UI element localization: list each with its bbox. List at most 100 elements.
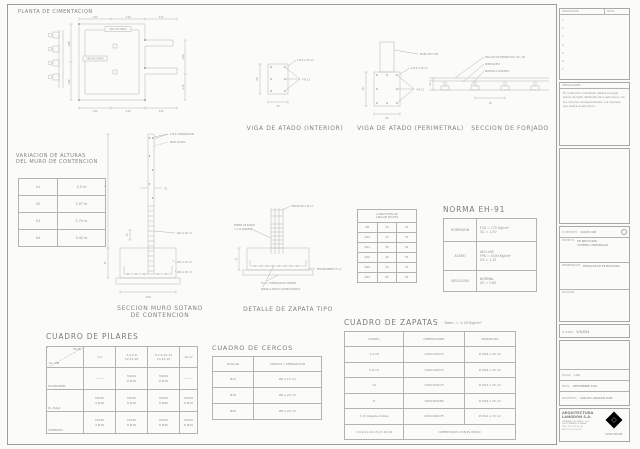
zapata-footing	[242, 247, 314, 276]
cercos-cell: Ø8 a 20 cm	[253, 403, 322, 420]
alturas-cell: h3	[18, 212, 58, 230]
zapatas-footer-value: CIMENTADOS CON EL MURO	[403, 423, 516, 440]
cercos-cell: Ø20	[212, 403, 254, 420]
zapatas-note: Tadm. = 1.20 Kg/cm²	[444, 321, 482, 325]
zapatas-title: CUADRO DE ZAPATAS	[344, 318, 439, 327]
field-label: Nº PROYECTO :	[562, 230, 579, 234]
cercos-header: CERCOS Y SEPARACION	[253, 356, 322, 372]
table-row: EJECUCION NORMAL GF = 1.60	[443, 270, 537, 292]
pilares-cell: 30x30 4 Ø16	[83, 389, 116, 412]
viga-perimetral-arm-label: 4 Ø 12	[416, 89, 424, 92]
table-row: 8 160X160X80 # Ø16 a 15 cm	[344, 392, 516, 409]
table-row: ACERO AEH-400 FYK = 4100 Kg/cm² GS = 1.1…	[443, 241, 537, 271]
field-num-proyecto: Nº PROYECTO : 046/3C/328	[560, 227, 629, 238]
anclaje-cell: 65	[376, 272, 398, 283]
zapatas-cell: 160X160X80	[403, 392, 465, 409]
field-proyecto: PROYECTO : DE EJECUCION VIVIENDA UNIFAMI…	[560, 238, 629, 263]
norma-label: HORMIGON	[443, 218, 477, 242]
anclaje-cell: Ø20	[357, 262, 378, 273]
pilares-cell: ———	[179, 367, 198, 390]
zapatas-header: ARMADURA	[464, 331, 516, 347]
table-row: Ø20 Ø8 a 20 cm	[212, 403, 322, 420]
viga-perimetral-drawing: MURO DE 1 PIE 2 Ø 6 a 25 cm 4 Ø 12 70 60	[362, 41, 439, 120]
pilares-row-label: PL.PRIMERA	[46, 367, 84, 390]
cercos-cell: Ø12	[212, 371, 254, 388]
zapata-parrilla-label: PARRILLA SEGUN CUADRO ZAPATAS	[261, 288, 301, 291]
field-value: DETALLES DE ESTRUCTURA	[583, 264, 620, 268]
zapata-cercos-label: CERCOS Ø6 a 15 cm	[291, 205, 313, 208]
forjado-canto: 25	[429, 82, 432, 85]
revisions-col2-label: FECHA	[604, 9, 629, 14]
dim-right-1: 2.60	[182, 54, 185, 59]
field-value: 1/20	[574, 373, 581, 377]
field-label: DENOMINACION :	[562, 264, 582, 267]
muro-base-label: Ø12 a 20 cm	[177, 271, 193, 274]
viga-perimetral-ancho: 60	[385, 117, 389, 120]
pilares-cell: 30x50 8 Ø16	[147, 367, 180, 390]
planta-tag-2: VIGA DE ATADO	[86, 58, 103, 61]
anclaje-title: LONGITUDES DE ANCLAJE EN CMS	[357, 209, 417, 223]
table-row: h4 3.42 m	[18, 229, 106, 247]
anclaje-cell: 30	[396, 222, 417, 233]
planta-title: PLANTA DE CIMENTACION	[18, 9, 93, 15]
viga-interior-section	[267, 63, 289, 95]
firm-address: FERNANDO EL SANTO 15-1º 28010 MADRID, ES…	[562, 420, 591, 432]
anclaje-cell: 40	[396, 242, 417, 253]
anclaje-cell: Ø10	[357, 232, 378, 243]
field-value: 046/3C/328	[580, 230, 597, 234]
field-arquitecto: ARQUITECTO : CARLOS LANGDON RUIZ	[560, 392, 629, 404]
pilares-cell: 50x50 6 Ø16	[179, 411, 198, 434]
viga-interior-ancho: 50	[276, 105, 280, 108]
anclaje-cell: 25	[376, 232, 398, 243]
table-row: Ø PILAR CERCOS Y SEPARACION	[212, 356, 322, 372]
firm-box: ARQUITECTURA LANGDON S.A. FERNANDO EL SA…	[559, 408, 630, 442]
dim-top-1: 3.20	[93, 16, 98, 19]
field-escala: ESCALA : 1/20	[560, 369, 629, 381]
pilares-title: CUADRO DE PILARES	[46, 332, 139, 341]
forjado-slab	[429, 77, 549, 91]
revision-row: 3.	[562, 35, 565, 39]
plano-number-box: Nº PLANO : 5/4/S04	[559, 324, 630, 338]
table-row: PL. BAJA 30x30 4 Ø16 30x30 8 Ø16 30x50 8…	[46, 389, 198, 412]
anclaje-cell: Ø25	[357, 272, 378, 283]
cercos-table: Ø PILAR CERCOS Y SEPARACION Ø12 Ø6 a 15 …	[212, 356, 322, 420]
forjado-mallazo-label: MALLAZO DE REPARTO Ø4 a 20 - 1M	[485, 56, 525, 59]
field-denominacion: DENOMINACION : DETALLES DE ESTRUCTURA	[560, 263, 629, 290]
field-value: SEPTIEMBRE 1991	[572, 384, 598, 388]
dim-top-3: 3.20	[159, 16, 164, 19]
pilares-row-label: CIMIENTO	[46, 411, 84, 434]
zapatas-cell: # Ø12 a 15 cm	[464, 408, 516, 425]
table-row: HORMIGON FCK = 175 Kg/cm² GC = 1.50	[443, 218, 537, 242]
pilares-col-header: 3,4,5,8 12,13,18	[115, 346, 148, 368]
zapatas-cell: 430X160X75	[403, 408, 465, 425]
cercos-title: CUADRO DE CERCOS	[212, 344, 294, 352]
norma-label: ACERO	[443, 241, 477, 271]
planta-wall-outline	[78, 23, 178, 101]
pilares-col-header: 6,7,9,10,11 14,15,19	[147, 346, 180, 368]
zapatas-cell: # Ø16 a 20 cm	[464, 346, 516, 363]
alturas-title: VARIACION DE ALTURAS DEL MURO DE CONTENC…	[16, 153, 98, 165]
firm-group: GRUPO BELART	[605, 433, 623, 436]
viga-interior-arm-label: 4 Ø 12	[302, 79, 310, 82]
observaciones-text: El constructor contratado deberá encarga…	[563, 92, 626, 109]
zapatas-table: ZAPATA DIMENSIONES ARMADURA 1,2,16 120X1…	[344, 331, 516, 440]
zapata-espera-label-2: = A LA PARRILLA	[234, 228, 253, 231]
revisions-box: MODIFICACION FECHA 1. 2. 3. 4. 5. 6. 7.	[559, 8, 630, 80]
revision-row: 1.	[562, 19, 565, 22]
pilares-cell: 50x50 6 Ø16	[179, 389, 198, 412]
norma-value: AEH-400 FYK = 4100 Kg/cm² GS = 1.15	[476, 241, 537, 271]
revision-row: 7.	[562, 68, 565, 72]
table-row: 7,10 (zapata doble) 430X160X75 # Ø12 a 1…	[344, 408, 516, 425]
firm-name: ARQUITECTURA LANGDON S.A.	[562, 411, 594, 420]
zapata-column	[270, 208, 284, 254]
viga-perimetral-muro-label: MURO DE 1 PIE	[420, 53, 439, 56]
viga-perimetral-title: VIGA DE ATADO (PERIMETRAL)	[357, 125, 464, 132]
planta-left-strip	[47, 30, 64, 88]
table-row: ZAPATA DIMENSIONES ARMADURA	[344, 331, 516, 347]
table-row: 1,2,16 120X120X75 # Ø16 a 20 cm	[344, 346, 516, 363]
